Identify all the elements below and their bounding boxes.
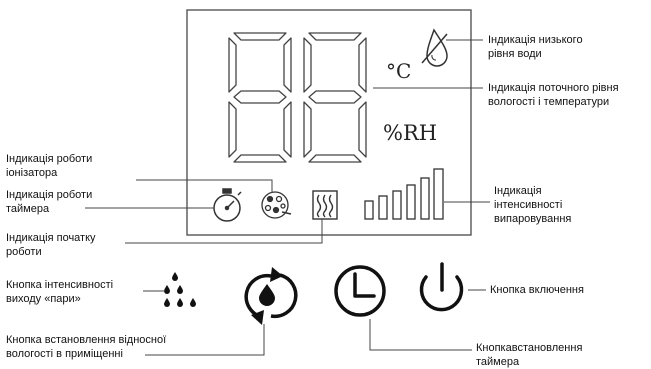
label-current-level: Індикація поточного рівня вологості і те… bbox=[488, 82, 619, 108]
clock-icon[interactable] bbox=[334, 265, 386, 317]
seven-segment-digit-1 bbox=[228, 32, 292, 163]
seven-segment-digit-2 bbox=[303, 32, 367, 163]
unit-celsius: °C bbox=[386, 59, 412, 83]
label-timer-indicator: Індикація роботи таймера bbox=[6, 189, 93, 215]
steam-icon bbox=[312, 190, 338, 220]
label-ionizer: Індикація роботи іонізатора bbox=[6, 153, 93, 179]
leader-lines bbox=[85, 39, 490, 356]
ionizer-icon bbox=[261, 191, 292, 219]
stopwatch-icon bbox=[213, 188, 242, 222]
label-evaporation: Індикація інтенсивності випаровування bbox=[494, 185, 572, 225]
lcd-frame bbox=[186, 9, 472, 236]
drops-icon bbox=[164, 272, 196, 307]
label-steam-button: Кнопка інтенсивності виходу «пари» bbox=[6, 279, 114, 305]
power-icon[interactable] bbox=[419, 262, 464, 312]
humidity-cycle-icon[interactable] bbox=[244, 267, 298, 325]
droplet-slash-icon bbox=[421, 28, 448, 67]
label-humidity-button: Кнопка встановлення відносної вологості … bbox=[6, 334, 167, 360]
unit-humidity: %RH bbox=[383, 121, 438, 145]
label-power-button: Кнопка включення bbox=[490, 284, 584, 296]
label-timer-button: Кнопкавстановлення таймера bbox=[476, 342, 583, 368]
label-start: Індикація початку роботи bbox=[6, 232, 96, 258]
label-low-water: Індикація низького рівня води bbox=[488, 34, 583, 60]
level-bars-icon bbox=[364, 168, 444, 220]
